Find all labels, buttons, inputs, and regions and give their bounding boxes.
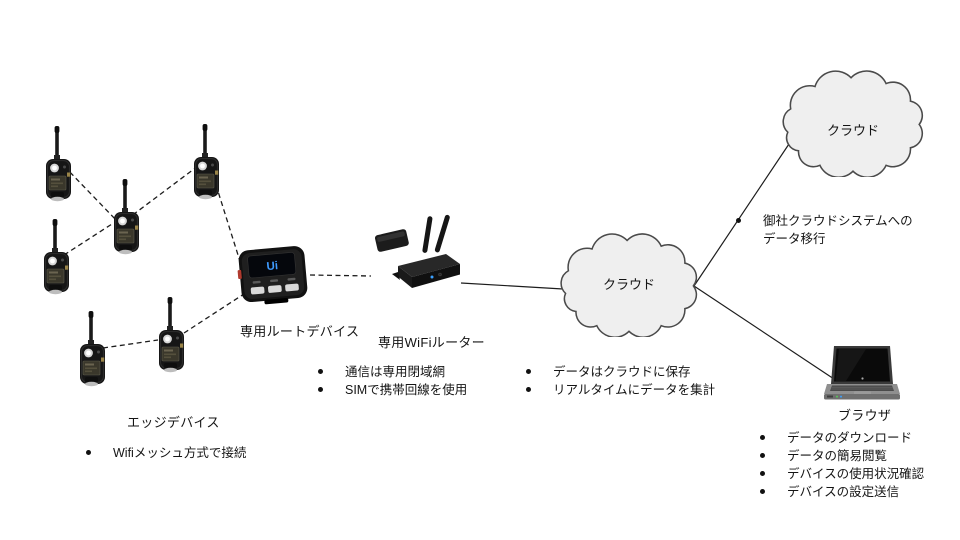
wifi-router-notes: 通信は専用閉域網 SIMで携帯回線を使用 <box>318 363 467 399</box>
link-root-router <box>309 274 372 277</box>
root-device <box>233 239 314 309</box>
bullet-item: データはクラウドに保存 <box>526 363 715 381</box>
bullet-dot <box>760 471 765 476</box>
bullet-text: Wifiメッシュ方式で接続 <box>113 446 247 460</box>
edge-devices-label: エッジデバイス <box>127 415 220 430</box>
cloud-main-label: クラウド <box>602 277 655 292</box>
uplink-f-root <box>183 291 248 334</box>
bullet-item: SIMで携帯回線を使用 <box>318 381 467 399</box>
bullet-dot <box>736 218 741 223</box>
mesh-link-d-c <box>63 223 113 256</box>
link-router-cloud <box>460 282 581 291</box>
bullet-text: 通信は専用閉域網 <box>345 365 446 379</box>
edge-device <box>43 219 71 295</box>
edge-device <box>158 297 186 373</box>
bullet-text: 御社クラウドシステムへの データ移行 <box>763 214 913 246</box>
bullet-dot <box>318 369 323 374</box>
link-cloud-external-cloud <box>693 137 794 287</box>
bullet-dot <box>760 489 765 494</box>
bullet-item: リアルタイムにデータを集計 <box>526 381 715 399</box>
cloud-external-notes: 御社クラウドシステムへの データ移行 <box>736 212 913 248</box>
browser-notes: データのダウンロード データの簡易閲覧 デバイスの使用状況確認 デバイスの設定送… <box>760 429 924 501</box>
wifi-router-label: 専用WiFiルーター <box>378 335 485 350</box>
bullet-dot <box>526 387 531 392</box>
browser-label: ブラウザ <box>838 408 892 423</box>
edge-device <box>45 126 73 202</box>
bullet-item: 通信は専用閉域網 <box>318 363 467 381</box>
mesh-link-b-c <box>129 165 199 218</box>
edge-device <box>113 179 141 255</box>
bullet-dot <box>318 387 323 392</box>
bullet-text: デバイスの使用状況確認 <box>787 467 925 481</box>
mesh-link-a-c <box>63 165 118 222</box>
bullet-dot <box>86 450 91 455</box>
bullet-item: デバイスの設定送信 <box>760 483 924 501</box>
wifi-router <box>370 214 464 296</box>
bullet-item: デバイスの使用状況確認 <box>760 465 924 483</box>
cloud-external-label: クラウド <box>826 123 879 138</box>
bullet-dot <box>760 453 765 458</box>
bullet-item: 御社クラウドシステムへの データ移行 <box>736 212 913 248</box>
mesh-link-e-f <box>102 339 159 349</box>
bullet-dot <box>760 435 765 440</box>
edge-device <box>79 311 107 387</box>
edge-device <box>193 124 221 200</box>
browser-laptop <box>824 344 900 404</box>
bullet-text: データはクラウドに保存 <box>553 365 691 379</box>
bullet-item: Wifiメッシュ方式で接続 <box>86 444 246 462</box>
bullet-dot <box>526 369 531 374</box>
bullet-item: データの簡易閲覧 <box>760 447 924 465</box>
bullet-text: データのダウンロード <box>787 431 913 445</box>
bullet-text: SIMで携帯回線を使用 <box>345 383 468 397</box>
bullet-item: データのダウンロード <box>760 429 924 447</box>
edge-devices-notes: Wifiメッシュ方式で接続 <box>86 444 246 462</box>
bullet-text: データの簡易閲覧 <box>787 449 888 463</box>
bullet-text: デバイスの設定送信 <box>787 485 900 499</box>
bullet-text: リアルタイムにデータを集計 <box>553 383 716 397</box>
link-cloud-browser <box>693 285 835 380</box>
root-device-label: 専用ルートデバイス <box>240 324 360 339</box>
cloud-main-notes: データはクラウドに保存 リアルタイムにデータを集計 <box>526 363 715 399</box>
